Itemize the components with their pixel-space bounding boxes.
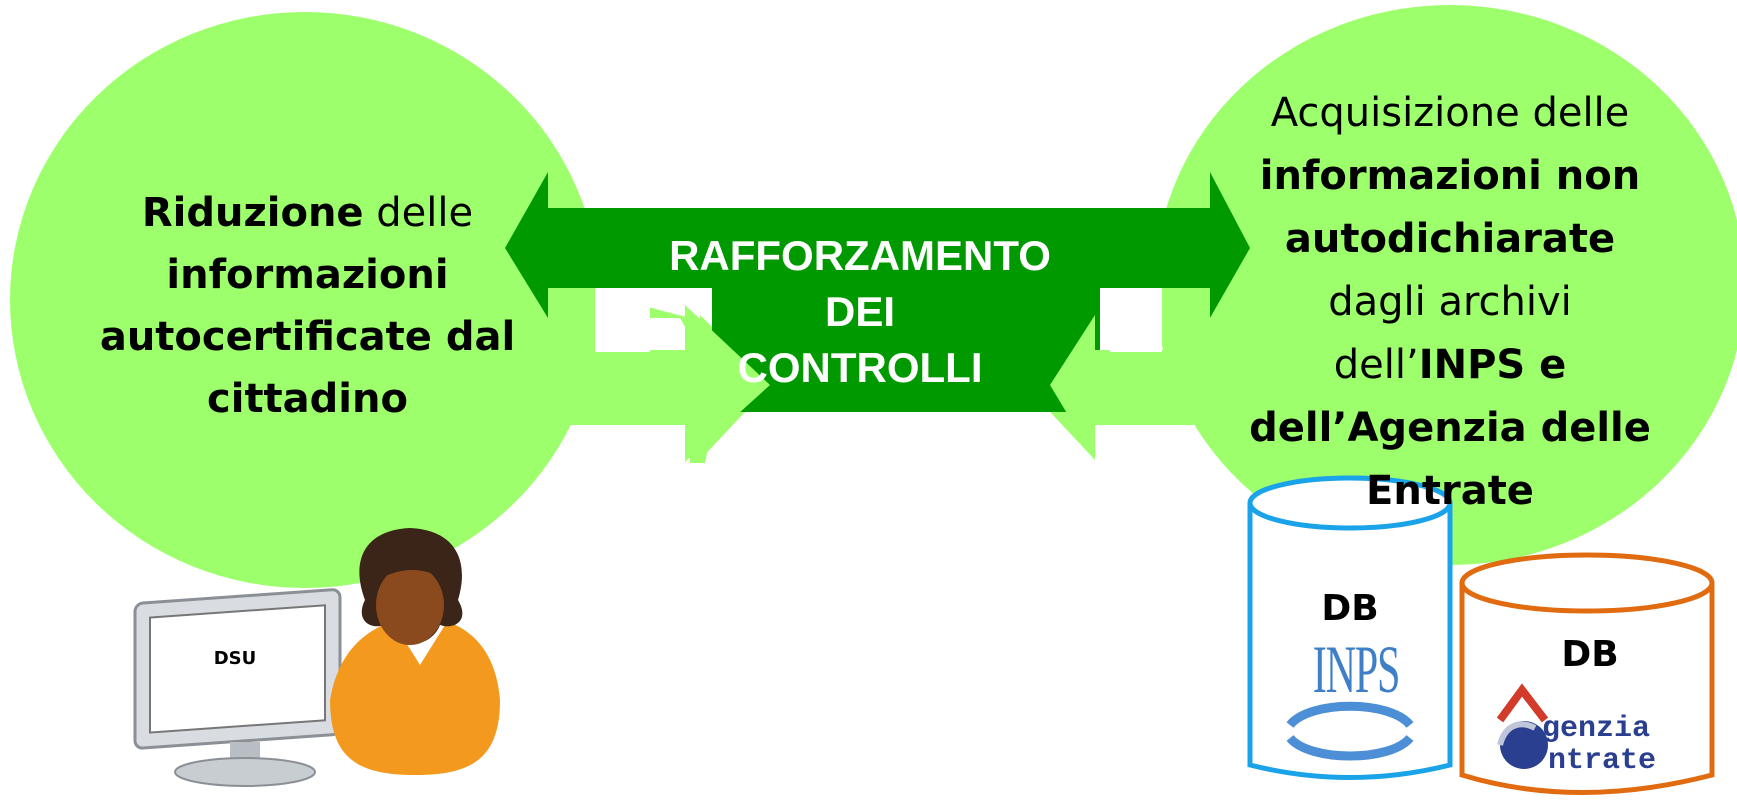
left-delle: delle bbox=[376, 190, 474, 236]
right-line-4: dagli archivi bbox=[1328, 279, 1572, 325]
db-agenzia-label: DB bbox=[1561, 634, 1619, 675]
agenzia-logo-bottom: ntrate bbox=[1548, 744, 1657, 778]
center-line-2: DEI bbox=[824, 288, 895, 335]
db-inps-cylinder bbox=[1247, 475, 1453, 780]
db-inps-label: DB bbox=[1321, 588, 1379, 629]
right-circle-text: Acquisizione delle informazioni non auto… bbox=[1225, 82, 1675, 523]
light-arrow-right-tip bbox=[1050, 315, 1110, 460]
right-line-6: dell’Agenzia delle bbox=[1249, 405, 1651, 451]
light-arrow-left-tip bbox=[650, 305, 770, 462]
dark-arrow bbox=[505, 172, 1250, 412]
gap-left-2 bbox=[595, 288, 647, 352]
left-cittadino: cittadino bbox=[207, 376, 408, 422]
right-line-5b: INPS e bbox=[1418, 342, 1567, 388]
right-line-2: informazioni non bbox=[1259, 153, 1641, 199]
right-line-1: Acquisizione delle bbox=[1270, 90, 1630, 136]
center-line-1: RAFFORZAMENTO bbox=[669, 232, 1051, 279]
right-line-3: autodichiarate bbox=[1284, 216, 1616, 262]
agenzia-logo-top: genzia bbox=[1542, 712, 1651, 746]
left-circle bbox=[10, 12, 600, 588]
left-informazioni: informazioni bbox=[166, 252, 449, 298]
right-circle bbox=[1155, 5, 1737, 565]
left-circle-text: Riduzione delle informazioni autocertifi… bbox=[80, 182, 535, 430]
gap-right-2 bbox=[1110, 288, 1162, 352]
right-line-5a: dell’ bbox=[1333, 342, 1419, 388]
db-agenzia-cylinder bbox=[1459, 552, 1715, 795]
monitor-icon bbox=[133, 588, 342, 787]
center-line-3: CONTROLLI bbox=[737, 344, 983, 391]
person-icon bbox=[330, 528, 500, 775]
right-line-7: Entrate bbox=[1366, 468, 1534, 514]
left-autocertificate: autocertificate dal bbox=[99, 314, 516, 360]
center-label: RAFFORZAMENTO DEI CONTROLLI bbox=[620, 228, 1100, 396]
inps-logo-text: INPS bbox=[1312, 631, 1401, 707]
left-riduzione: Riduzione bbox=[141, 190, 364, 236]
monitor-label: DSU bbox=[213, 648, 257, 669]
